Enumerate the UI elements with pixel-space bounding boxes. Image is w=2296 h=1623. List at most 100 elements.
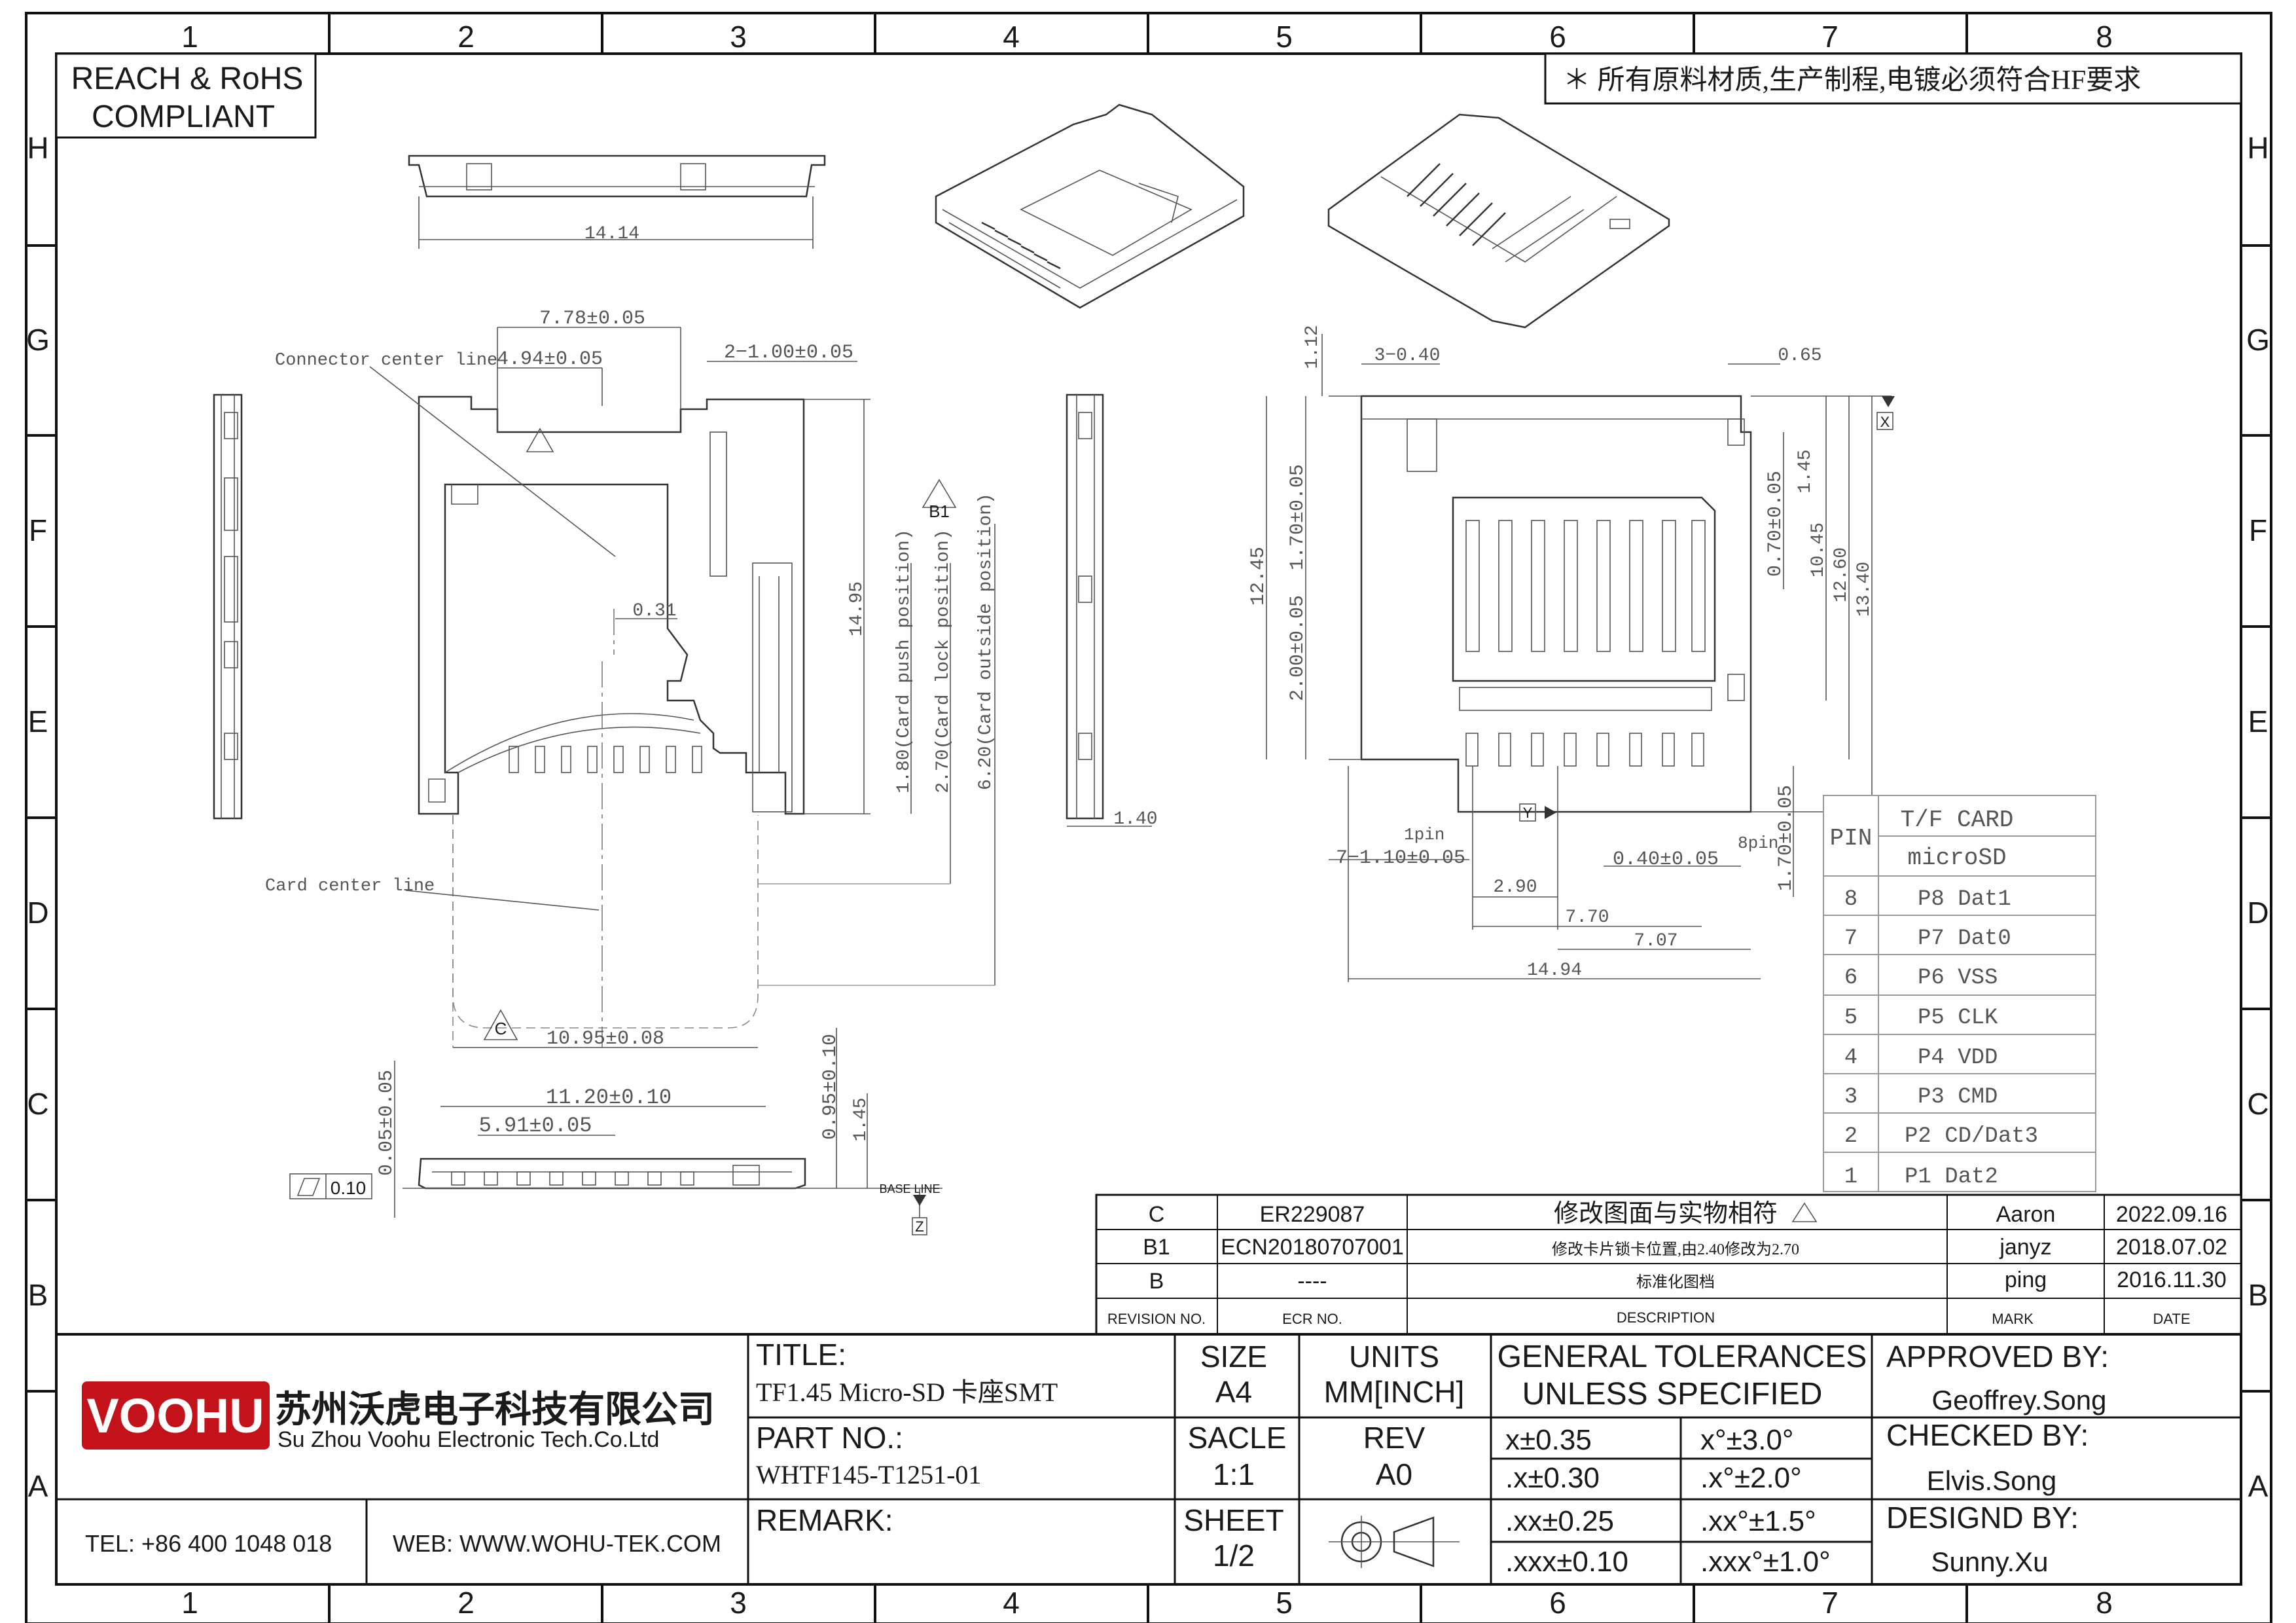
zone-col-label: 5 [1276,20,1293,54]
pin-signal: P4 VDD [1918,1046,1998,1070]
compliance-line1: REACH & RoHS [71,62,304,96]
pin-number: 8 [1844,887,1857,912]
revision-table: C ER229087 修改图面与实物相符 Aaron 2022.09.16 B1… [1095,1194,2242,1336]
sheet-label: SHEET [1183,1503,1283,1537]
rev-date: 2018.07.02 [2116,1235,2227,1260]
rev-no: C [1149,1202,1165,1227]
pin-number: 3 [1844,1085,1857,1110]
hf-note-box: ＊ 所有原料材质,生产制程,电镀必须符合HF要求 [1544,52,2242,105]
dim-1045: 10.45 [1808,522,1829,577]
designed-label: DESIGND BY: [1886,1501,2079,1535]
card-center-line-label: Card center line [265,877,435,896]
zone-row-label: G [2246,323,2270,357]
pin-signal: P5 CLK [1918,1006,1998,1030]
tolerance-angular: .x°±2.0° [1700,1462,1802,1494]
company-name-en: Su Zhou Voohu Electronic Tech.Co.Ltd [278,1427,659,1452]
tolerance-angular: .xxx°±1.0° [1700,1546,1831,1578]
dim-card-push: 1.80(Card push position) [894,529,914,793]
dim-1245: 12.45 [1247,547,1270,606]
tolerance-linear: .xx±0.25 [1505,1505,1614,1537]
rev-desc: 标准化图档 [1636,1273,1715,1291]
tolerance-row: .x±0.30 .x°±2.0° [1505,1462,1802,1494]
rev-date: 2022.09.16 [2116,1202,2227,1227]
dim-1260: 12.60 [1831,547,1852,602]
pin-number: 5 [1844,1006,1857,1030]
title-value: TF1.45 Micro-SD 卡座SMT [756,1377,1058,1407]
tolerance-angular: x°±3.0° [1700,1424,1794,1456]
sheet-value: 1/2 [1213,1539,1255,1573]
zone-col-label: 7 [1821,1586,1839,1620]
pin-signal: P3 CMD [1918,1085,1998,1110]
pin-signal: P2 CD/Dat3 [1905,1124,2038,1149]
tolerance-title-1: GENERAL TOLERANCES [1498,1340,1867,1374]
units-value: MM[INCH] [1324,1375,1465,1409]
zone-col-label: 4 [1003,20,1020,54]
zone-row-label: H [2247,131,2269,165]
rev-label: REV [1363,1421,1426,1455]
logo-text: VOOHU [86,1389,264,1443]
part-label: PART NO.: [756,1421,903,1455]
revision-c-marker [526,428,554,452]
dim-1095: 10.95±0.08 [547,1028,664,1050]
rev-value: A0 [1376,1457,1412,1491]
zone-row-label: B [2248,1278,2269,1312]
zone-row-label: C [2247,1087,2269,1121]
pin-table-head-pin: PIN [1830,825,1873,852]
tolerance-row: x±0.35 x°±3.0° [1505,1424,1794,1456]
rev-desc: 修改图面与实物相符 [1554,1200,1778,1228]
zone-col-label: 8 [2096,1586,2113,1620]
approved-label: APPROVED BY: [1886,1340,2109,1374]
footprint-view: 12.45 1.70±0.05 2.00±0.05 1.12 3−0.40 0.… [1247,325,1895,982]
dim-290: 2.90 [1493,877,1537,898]
datum-y: Y [1523,805,1533,821]
rev-header-rev: REVISION NO. [1107,1311,1206,1327]
tolerance-linear: .xxx±0.10 [1505,1546,1628,1578]
dim-707: 7.07 [1634,931,1677,951]
checked-label: CHECKED BY: [1886,1418,2089,1452]
pin-signal: P7 Dat0 [1918,926,2011,951]
zone-col-label: 6 [1549,1586,1566,1620]
dim-2-100: 2−1.00±0.05 [724,342,853,364]
rev-desc: 修改卡片锁卡位置,由2.40修改为2.70 [1552,1241,1799,1258]
dim-170-005b: 1.70±0.05 [1775,785,1797,891]
datum-x: X [1880,414,1890,430]
left-side-view [213,393,243,820]
zone-rows: H G F E D C B A H G F E D C B A [26,131,2271,1503]
revision-row: B ---- 标准化图档 ping 2016.11.30 [1149,1267,2227,1294]
dim-112: 1.12 [1302,325,1323,369]
tolerance-angular: .xx°±1.5° [1700,1505,1816,1537]
dim-778: 7.78±0.05 [539,308,645,330]
datum-z-arrow [913,1195,926,1206]
dim-095-010: 0.95±0.10 [819,1034,842,1140]
ecr-no: ER229087 [1260,1202,1365,1227]
dim-031: 0.31 [632,601,676,621]
dim-145b: 1.45 [851,1097,871,1141]
dim-7-110: 7−1.10±0.05 [1336,847,1465,869]
dim-591: 5.91±0.05 [479,1114,592,1138]
dim-170-005: 1.70±0.05 [1287,464,1309,570]
zone-col-label: 4 [1003,1586,1020,1620]
zone-columns-bottom: 1 2 3 4 5 6 7 8 [181,1584,2113,1623]
right-side-view: 1.40 [1066,393,1158,830]
compliance-box: REACH & RoHS COMPLIANT [55,52,317,139]
zone-col-label: 3 [730,20,747,54]
pin1-label: 1pin [1404,825,1444,845]
rev-mark: Aaron [1996,1202,2056,1227]
dim-top-width: 14.14 [584,224,639,244]
checked-value: Elvis.Song [1927,1465,2056,1496]
zone-row-label: D [27,896,48,930]
flatness-value: 0.10 [331,1178,367,1198]
dim-3-040: 3−0.40 [1374,346,1441,366]
dim-065: 0.65 [1778,346,1821,366]
pin-signal: P1 Dat2 [1905,1165,1998,1190]
pin-number: 4 [1844,1046,1857,1070]
top-side-view: 14.14 [408,155,826,249]
dim-005-005: 0.05±0.05 [376,1070,398,1176]
part-value: WHTF145-T1251-01 [756,1460,981,1489]
pin-table-row: 6 P6 VSS [1844,966,1998,991]
dim-1495: 14.95 [847,581,867,636]
dim-1340: 13.40 [1854,562,1874,617]
zone-col-label: 2 [457,1586,475,1620]
revision-b1-marker [922,479,957,508]
tolerance-linear: .x±0.30 [1505,1462,1600,1494]
